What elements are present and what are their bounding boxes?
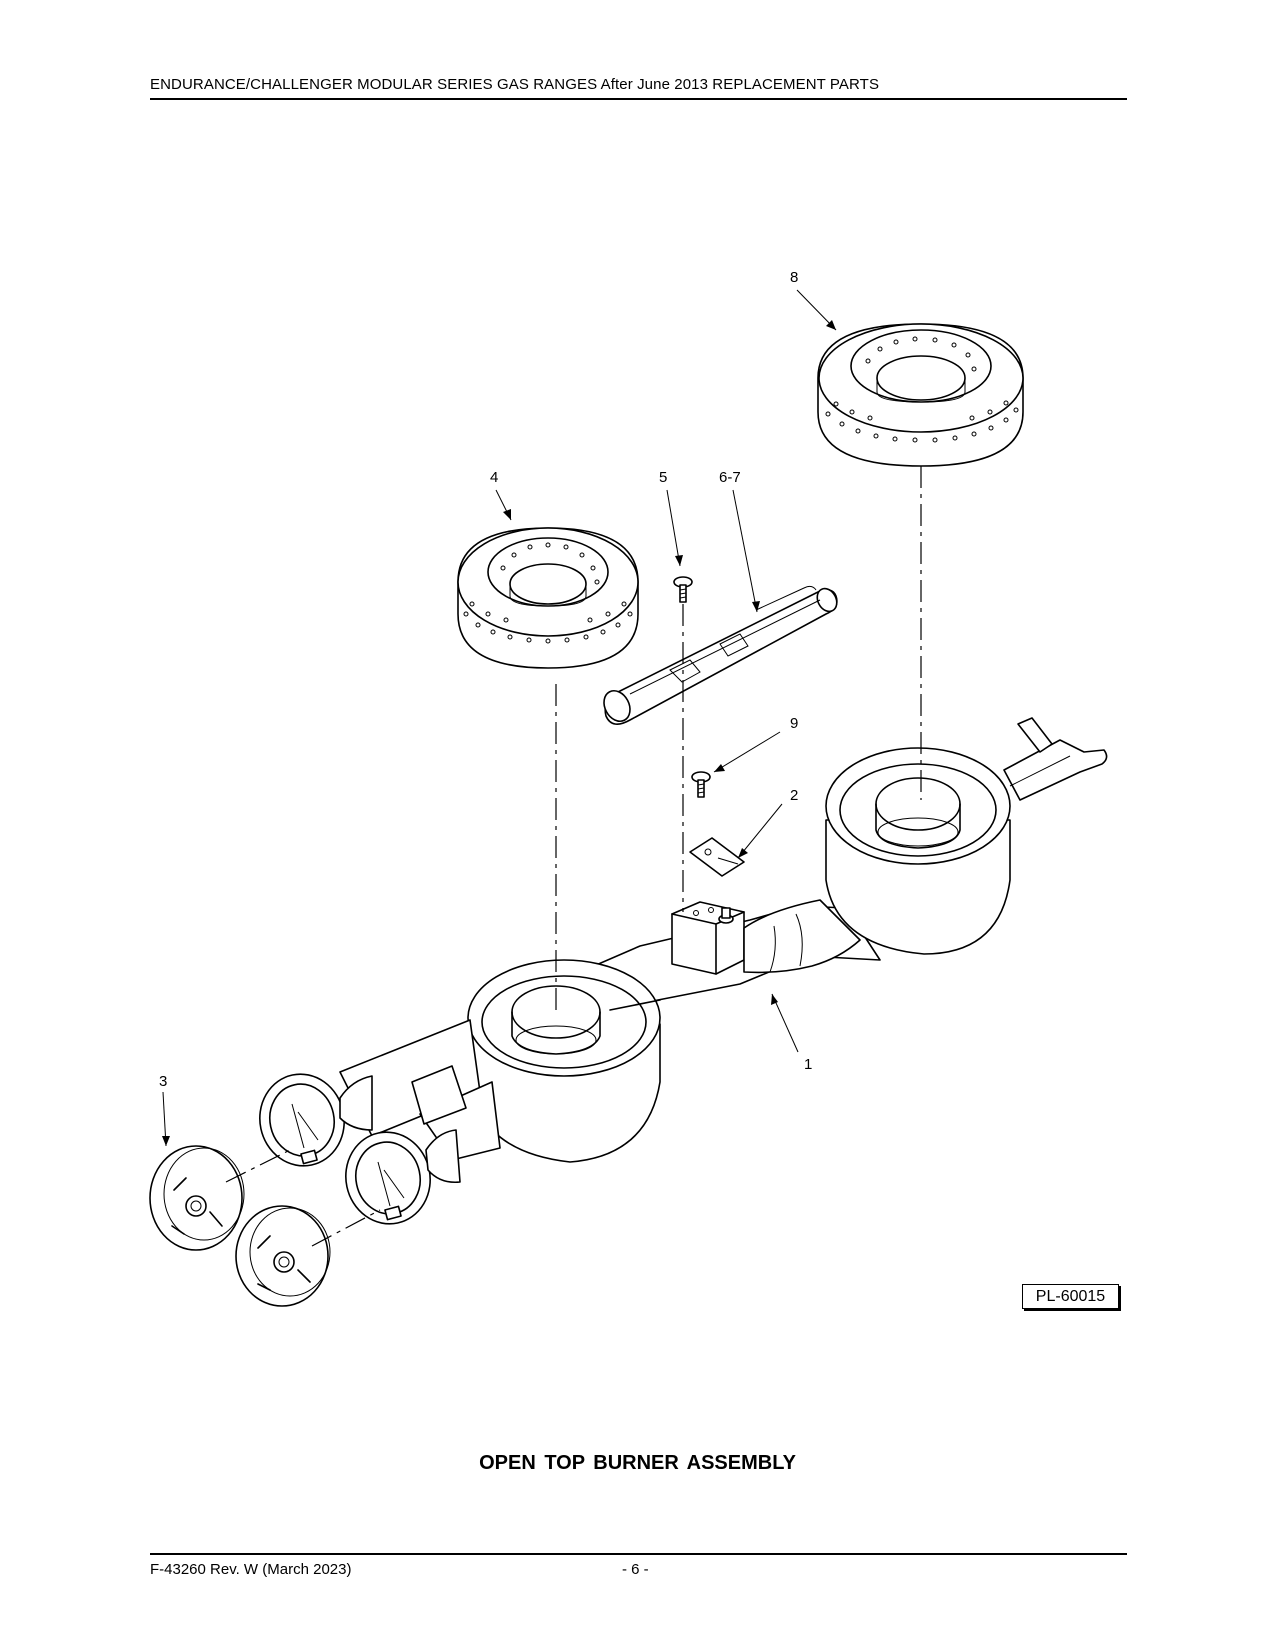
flash-tube-6-7 <box>603 585 838 725</box>
figure-caption: OPEN TOP BURNER ASSEMBLY <box>479 1452 796 1474</box>
burner-head-4-ports <box>463 542 633 644</box>
plate-number-box: PL-60015 <box>1022 1284 1119 1309</box>
burner-head-8-ports <box>825 336 1019 443</box>
page-header-title: ENDURANCE/CHALLENGER MODULAR SERIES GAS … <box>150 76 880 93</box>
burner-head-8 <box>817 323 1024 467</box>
callout-9: 9 <box>790 715 798 732</box>
bracket-2 <box>689 837 745 877</box>
header-rule <box>150 98 1127 100</box>
burner-body-1 <box>259 717 1108 1225</box>
callout-1: 1 <box>804 1056 812 1073</box>
callout-6-7: 6-7 <box>719 469 741 486</box>
footer-doc-number: F-43260 Rev. W (March 2023) <box>150 1561 352 1578</box>
callout-3: 3 <box>159 1073 167 1090</box>
screw-5 <box>673 576 693 603</box>
air-shutter-3b <box>235 1205 331 1307</box>
callout-8: 8 <box>790 269 798 286</box>
assembly-center-lines <box>225 466 922 1247</box>
screw-9 <box>691 771 711 798</box>
callout-5: 5 <box>659 469 667 486</box>
callout-leaders <box>162 289 837 1147</box>
callout-4: 4 <box>490 469 498 486</box>
air-shutter-3a <box>149 1145 245 1251</box>
callout-2: 2 <box>790 787 798 804</box>
footer-page-number: - 6 - <box>622 1561 649 1578</box>
footer-rule <box>150 1553 1127 1555</box>
burner-head-4 <box>457 527 639 669</box>
